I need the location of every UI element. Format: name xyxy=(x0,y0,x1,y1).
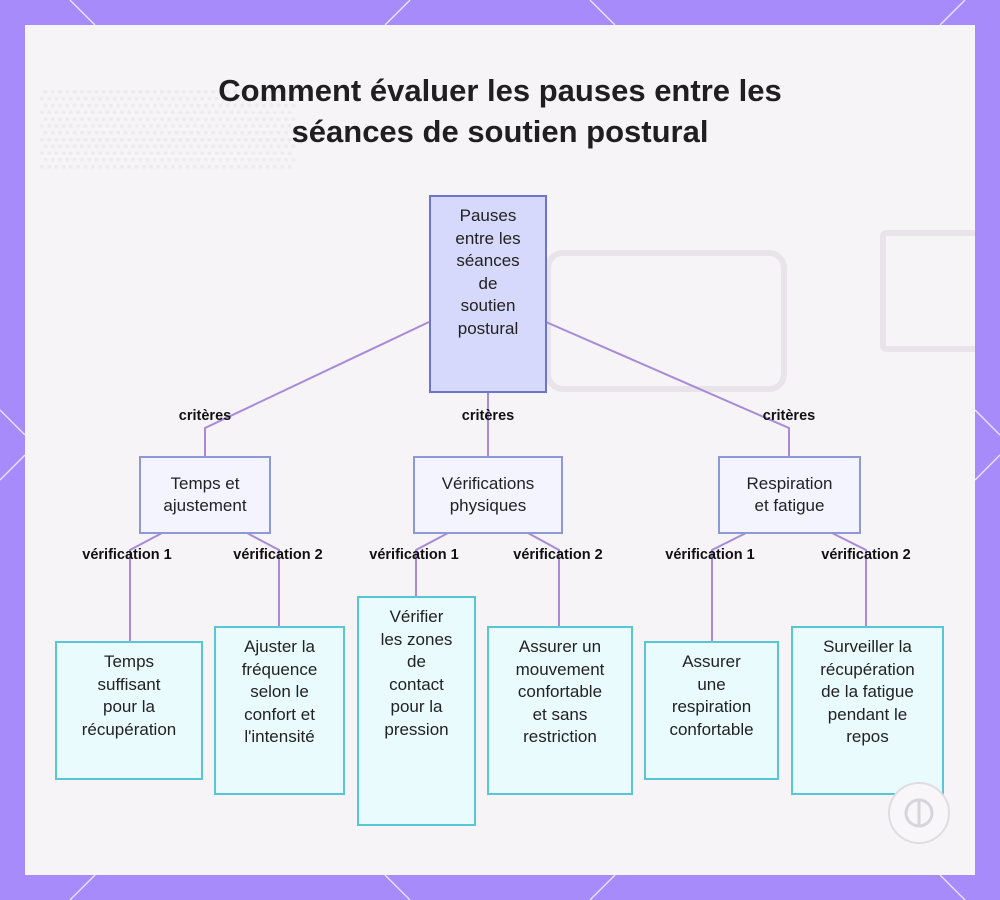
leaf-node-label: Assurer une respiration confortable xyxy=(669,652,754,739)
leaf-node-label: Temps suffisant pour la récupération xyxy=(81,652,177,739)
diagram-title: Comment évaluer les pauses entre les séa… xyxy=(0,70,1000,152)
edge-temps-to-check1 xyxy=(129,532,163,641)
background-laptop-shape xyxy=(880,230,975,352)
edge-label-verif-check1: vérification 1 xyxy=(369,547,459,563)
criteria-node-respiration: Respiration et fatigue xyxy=(718,456,861,534)
edge-label-criteria-respiration: critères xyxy=(762,408,816,424)
edge-verif-to-check1 xyxy=(415,532,449,596)
leaf-node-assurer-mouvement: Assurer un mouvement confortable et sans… xyxy=(487,626,633,795)
edge-temps-to-check2 xyxy=(246,532,280,626)
edge-label-resp-check1: vérification 1 xyxy=(665,547,755,563)
leaf-node-label: Assurer un mouvement confortable et sans… xyxy=(515,637,605,746)
leaf-node-label: Vérifier les zones de contact pour la pr… xyxy=(380,607,453,739)
leaf-node-surveiller-fatigue: Surveiller la récupération de la fatigue… xyxy=(791,626,944,795)
brand-logo-icon xyxy=(888,782,950,844)
edge-label-criteria-verifications: critères xyxy=(461,408,515,424)
leaf-node-assurer-respiration: Assurer une respiration confortable xyxy=(644,641,779,780)
leaf-node-ajuster-frequence: Ajuster la fréquence selon le confort et… xyxy=(214,626,345,795)
criteria-node-verifications-label: Vérifications physiques xyxy=(441,473,535,516)
leaf-node-label: Ajuster la fréquence selon le confort et… xyxy=(241,637,318,746)
leaf-node-label: Surveiller la récupération de la fatigue… xyxy=(820,637,915,746)
root-node-label: Pauses entre les séances de soutien post… xyxy=(455,206,521,338)
edge-verif-to-check2 xyxy=(527,532,560,626)
edge-label-criteria-temps: critères xyxy=(178,408,232,424)
root-node: Pauses entre les séances de soutien post… xyxy=(429,195,547,393)
edge-label-resp-check2: vérification 2 xyxy=(821,547,911,563)
leaf-node-verifier-zones: Vérifier les zones de contact pour la pr… xyxy=(357,596,476,826)
edge-resp-to-check1 xyxy=(711,532,747,641)
edge-label-temps-check1: vérification 1 xyxy=(82,547,172,563)
criteria-node-temps: Temps et ajustement xyxy=(139,456,271,534)
background-timer-shape xyxy=(545,250,787,392)
edge-resp-to-check2 xyxy=(831,532,867,626)
title-line-1: Comment évaluer les pauses entre les xyxy=(218,73,782,108)
title-line-2: séances de soutien postural xyxy=(291,114,709,149)
edge-root-to-respiration xyxy=(545,321,790,456)
criteria-node-respiration-label: Respiration et fatigue xyxy=(746,473,833,516)
edge-label-temps-check2: vérification 2 xyxy=(233,547,323,563)
background-watermark: ▒▒▒▒▒ xyxy=(40,86,296,166)
edge-label-verif-check2: vérification 2 xyxy=(513,547,603,563)
criteria-node-temps-label: Temps et ajustement xyxy=(163,473,247,516)
criteria-node-verifications: Vérifications physiques xyxy=(413,456,563,534)
leaf-node-temps-suffisant: Temps suffisant pour la récupération xyxy=(55,641,203,780)
edge-root-to-temps xyxy=(204,321,430,456)
